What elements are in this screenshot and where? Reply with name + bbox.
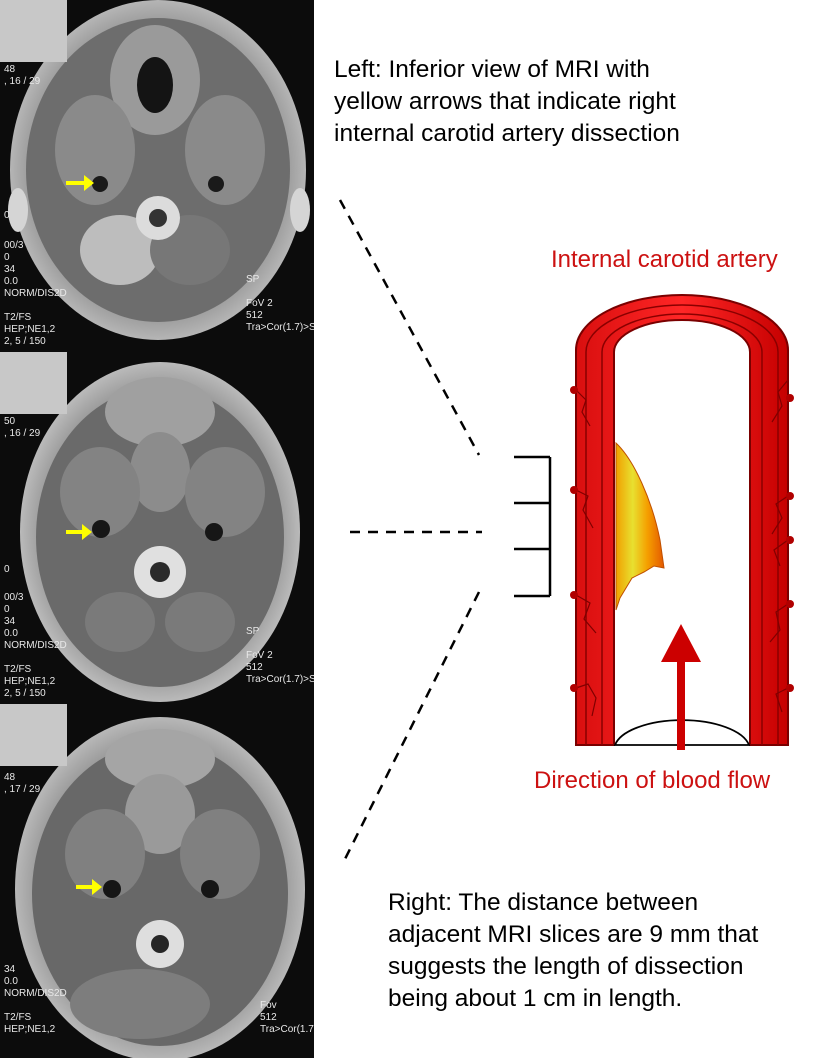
mri-image-column: 48 , 16 / 29 0 00/3 0 34 0.0 NORM/DIS2D … [0,0,314,1058]
slice-1-right-text: SP FoV 2 512 Tra>Cor(1.7)>S [246,274,314,333]
redaction-box [0,704,67,766]
redaction-box [0,0,67,62]
slice-bracket [514,455,552,598]
redaction-box [0,352,67,414]
right-caption-line-1: Right: The distance between [388,889,699,916]
yellow-arrow-icon [66,524,92,540]
left-caption: Left: Inferior view of MRI with yellow a… [334,54,680,150]
slice-2-right-text: SP FoV 2 512 Tra>Cor(1.7)>S [246,626,314,685]
right-caption-line-4: being about 1 cm in length. [388,985,683,1012]
slice-2-low-left-text: 00/3 0 34 0.0 NORM/DIS2D T2/FS HEP;NE1,2… [4,592,67,699]
mri-slice-1: 48 , 16 / 29 0 00/3 0 34 0.0 NORM/DIS2D … [0,0,314,352]
yellow-arrow-icon [66,175,94,191]
dissection-flap [615,441,665,611]
right-caption: Right: The distance between adjacent MRI… [388,887,758,1015]
slice-3-right-text: Fov 512 Tra>Cor(1.7)> [260,1000,314,1035]
mri-slice-3-image [15,717,305,1058]
left-caption-line-3: internal carotid artery dissection [334,120,680,147]
mri-slice-2-image [20,362,300,702]
slice-3-low-left-text: 34 0.0 NORM/DIS2D T2/FS HEP;NE1,2 [4,964,67,1035]
mri-slice-3: 48 , 17 / 29 34 0.0 NORM/DIS2D T2/FS HEP… [0,704,314,1058]
left-caption-line-2: yellow arrows that indicate right [334,88,676,115]
flow-label: Direction of blood flow [534,767,771,794]
slice-3-top-left-text: 48 , 17 / 29 [4,772,41,795]
yellow-arrow-icon [76,879,102,895]
flow-arrow-icon [661,624,701,750]
slice-2-top-left-text: 50 , 16 / 29 [4,416,41,439]
dashed-guide-lines [338,199,482,866]
mri-slice-1-image [8,0,310,340]
artery-label: Internal carotid artery [551,246,778,273]
mri-slice-2: 50 , 16 / 29 0 00/3 0 34 0.0 NORM/DIS2D … [0,352,314,704]
slice-1-top-left-text: 48 , 16 / 29 [4,64,41,87]
artery-diagram [338,199,794,866]
right-caption-line-3: suggests the length of dissection [388,953,744,980]
left-caption-line-1: Left: Inferior view of MRI with [334,56,650,83]
slice-2-mid-left-text: 0 [4,564,10,575]
slice-1-mid-left-text: 0 [4,210,10,221]
right-caption-line-2: adjacent MRI slices are 9 mm that [388,921,759,948]
slice-1-low-left-text: 00/3 0 34 0.0 NORM/DIS2D T2/FS HEP;NE1,2… [4,240,67,347]
